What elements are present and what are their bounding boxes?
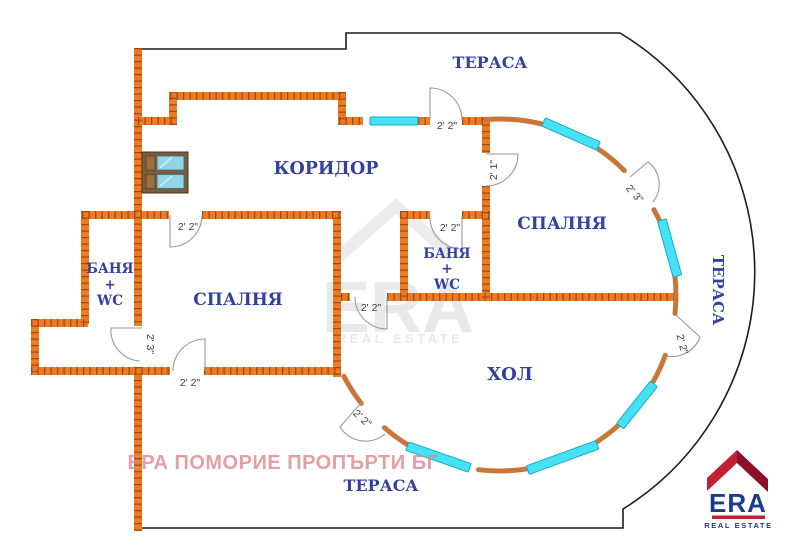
door-arc (485, 153, 519, 187)
curve-segment (476, 466, 530, 474)
room-labels: ТЕРАСА КОРИДОР СПАЛНЯ СПАЛНЯ ХОЛ ТЕРАСА … (86, 53, 727, 495)
room-label-bedroom-right: СПАЛНЯ (517, 214, 607, 234)
wall-ticks (31, 211, 89, 372)
era-logo-brand: ERA (709, 488, 767, 518)
door-size-labels: 2' 2" 2' 1" 2' 3" 2' 2" 2' 2" 2' 2" 2' 2… (144, 120, 690, 430)
window (369, 116, 419, 126)
windows (369, 116, 682, 475)
door-glass (156, 155, 185, 171)
door-arc (429, 87, 463, 121)
door-size-label: 2' 2" (440, 222, 461, 234)
agency-watermark: ЕРА ПОМОРИЕ ПРОПЪРТИ БГ (128, 452, 439, 474)
era-logo: ERA REAL ESTATE (704, 450, 772, 530)
window (405, 441, 472, 473)
curve-segment (341, 373, 364, 406)
door-size-label: 2' 2" (178, 221, 199, 233)
room-label-bath-left-2: + (104, 277, 115, 293)
curve-segment (593, 422, 622, 446)
door-size-label: 2' 3" (623, 182, 646, 205)
door-size-label: 2' 3" (144, 334, 156, 355)
curve-segment (483, 116, 546, 127)
door-swings (110, 87, 701, 442)
door-arc (354, 296, 388, 330)
room-label-bedroom-left: СПАЛНЯ (193, 290, 283, 310)
room-label-bath-left-3: WC (96, 293, 123, 309)
door-arc (665, 314, 701, 358)
curve-segment (651, 207, 662, 224)
door-glass-highlight (159, 156, 173, 187)
curve-segment (594, 145, 627, 174)
watermark-roof-left-icon (340, 198, 396, 264)
room-label-terrace-bottom: ТЕРАСА (344, 476, 419, 495)
watermark-brand: ERA (322, 268, 474, 348)
room-label-corridor: КОРИДОР (274, 159, 379, 179)
walls (31, 48, 676, 531)
window (525, 440, 600, 475)
room-label-terrace-top: ТЕРАСА (453, 53, 528, 72)
era-roof-right-icon (737, 450, 768, 492)
room-label-terrace-right: ТЕРАСА (709, 255, 727, 326)
door-size-label: 2' 2" (673, 333, 690, 356)
era-roof-left-icon (707, 450, 737, 491)
window (616, 381, 658, 429)
era-watermark-center: ERA REAL ESTATE (322, 198, 474, 348)
door-size-label: 2' 2" (180, 377, 201, 389)
door-size-label: 2' 2" (437, 120, 458, 132)
door-size-label: 2' 2" (361, 302, 382, 314)
terrace-outline (140, 32, 756, 529)
room-label-bath-mid-1: БАНЯ (423, 246, 470, 262)
door-panel (145, 155, 156, 171)
room-label-bath-mid-2: + (441, 261, 452, 277)
room-label-hall: ХОЛ (487, 364, 533, 385)
era-logo-sub: REAL ESTATE (704, 521, 772, 530)
door-arc (629, 161, 660, 203)
door-arc (169, 214, 203, 248)
era-logo-underline (712, 515, 765, 519)
watermark-brand-sub: REAL ESTATE (337, 331, 464, 346)
window (541, 117, 601, 151)
curve-segment (672, 274, 679, 316)
curve-segment (649, 352, 668, 386)
door-panel (145, 174, 156, 189)
curve-segment (382, 425, 411, 448)
door-arc (429, 216, 463, 250)
door-size-label: 2' 1" (488, 160, 500, 181)
wall-ticks (341, 118, 676, 301)
window (657, 218, 682, 278)
entrance-glass-door (141, 151, 189, 194)
door-arc (110, 327, 142, 362)
room-label-bath-mid-3: WC (433, 277, 460, 293)
door-arc (172, 338, 206, 372)
wall-ticks (31, 211, 341, 377)
wall-ticks (138, 92, 488, 125)
door-arc (339, 402, 386, 442)
door-glass (156, 174, 185, 189)
room-label-bath-left-1: БАНЯ (86, 261, 133, 277)
